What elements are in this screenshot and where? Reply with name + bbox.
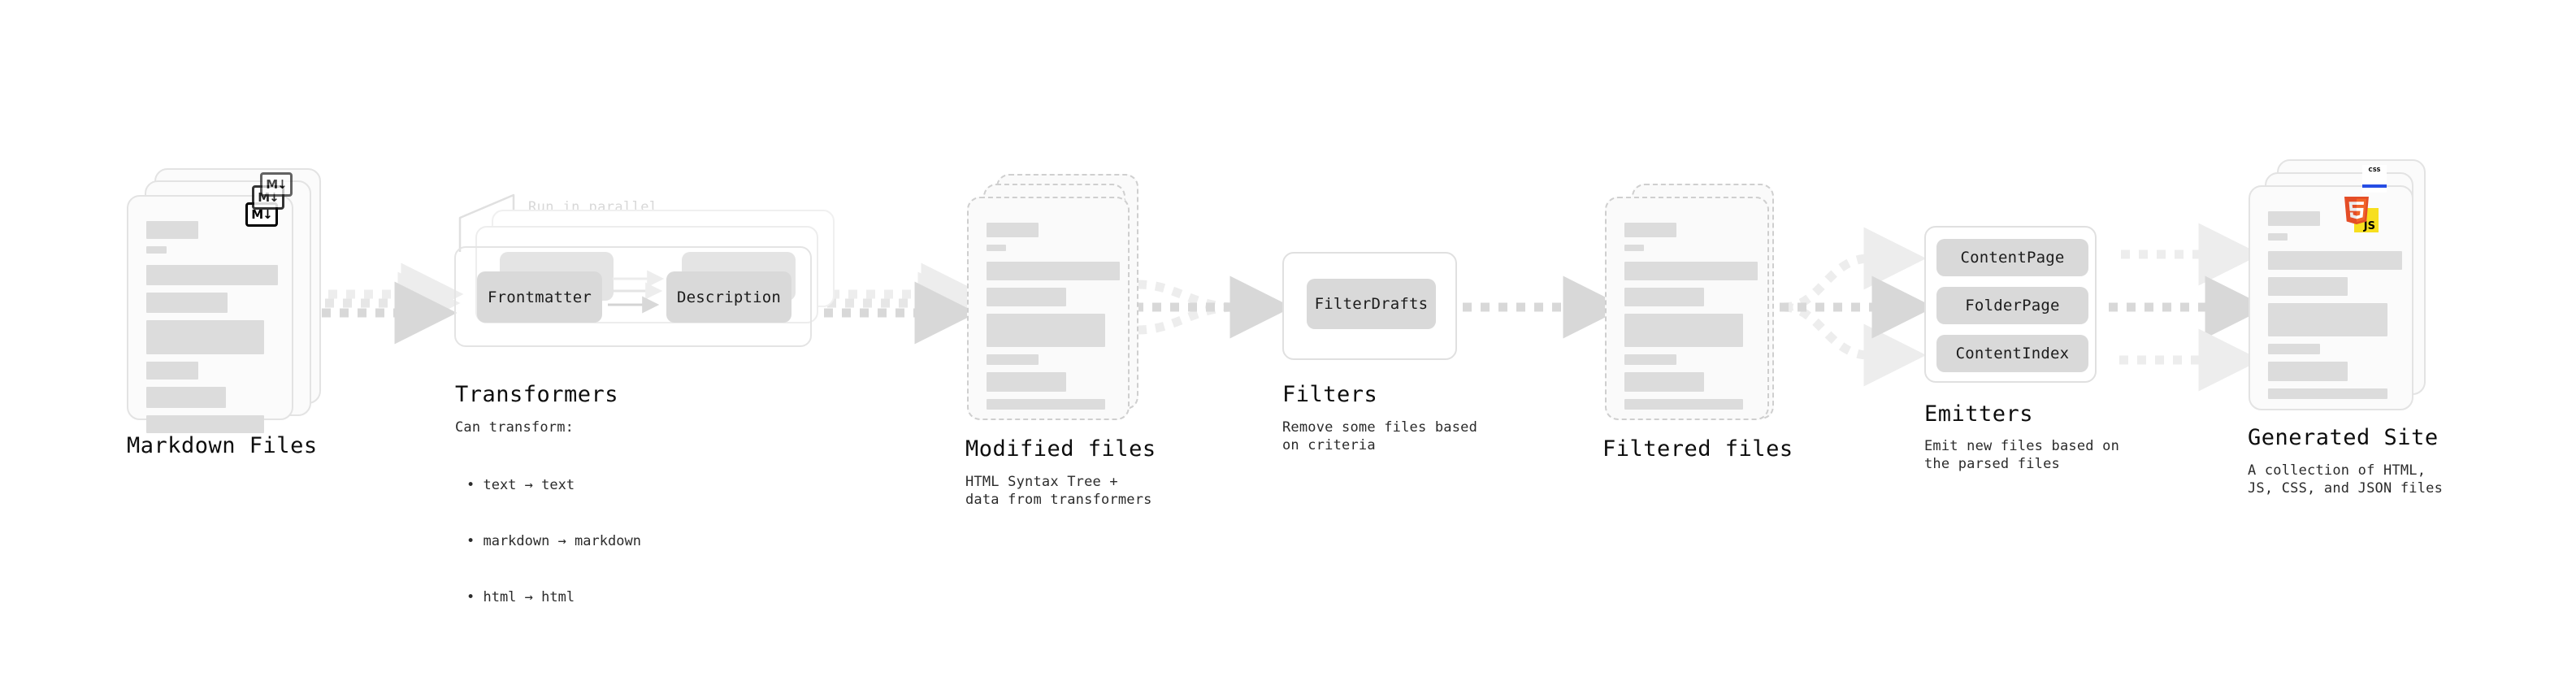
modified-card-front (967, 197, 1130, 420)
filtered-card-lines (1624, 223, 1758, 417)
generated-site-title: Generated Site (2248, 425, 2439, 450)
transformers-bullets: • text → text • markdown → markdown • ht… (466, 439, 641, 644)
generated-card-lines (2268, 211, 2402, 406)
generated-card-front (2249, 185, 2413, 410)
filtered-files-title: Filtered files (1602, 436, 1793, 462)
modified-files-subtitle: HTML Syntax Tree + data from transformer… (965, 474, 1152, 508)
bullet-html-to-html: • html → html (466, 589, 575, 605)
arrow-filtered-to-emitters (1780, 227, 1935, 387)
css-icon-label: CSS (2368, 167, 2381, 173)
filters-panel: FilterDrafts (1282, 252, 1457, 360)
markdown-icon-letter: M (266, 176, 278, 192)
stage-generated-site: CSS JS Generated Site A collection of HT… (0, 0, 2443, 497)
modified-files-title: Modified files (965, 436, 1156, 462)
bullet-markdown-to-markdown: • markdown → markdown (466, 533, 641, 549)
filtered-card-front (1605, 197, 1769, 420)
transformer-chip-to[interactable]: Description (666, 271, 791, 323)
emitter-chip-contentpage[interactable]: ContentPage (1936, 239, 2088, 276)
arrow-modified-to-filters (1134, 275, 1293, 339)
markdown-icon-back2: M↓ (260, 172, 293, 197)
arrow-emitters-to-generated (2109, 223, 2268, 392)
transformer-chip-from[interactable]: Frontmatter (477, 271, 602, 323)
emitters-panel: ContentPage FolderPage ContentIndex (1924, 226, 2097, 383)
emitter-chip-folderpage[interactable]: FolderPage (1936, 287, 2088, 324)
html5-icon-svg (2344, 197, 2369, 224)
transformers-title: Transformers (455, 382, 619, 407)
filters-chip-filterdrafts[interactable]: FilterDrafts (1307, 279, 1436, 329)
markdown-icon-arrow: ↓ (277, 176, 288, 192)
markdown-card-front (127, 195, 293, 433)
css-icon-bar (2362, 184, 2387, 188)
css-icon: CSS (2362, 165, 2387, 193)
emitters-title: Emitters (1924, 401, 2034, 427)
bullet-text-to-text: • text → text (466, 477, 575, 493)
modified-card-lines (987, 223, 1120, 417)
markdown-card-lines (146, 221, 278, 440)
html5-icon (2343, 195, 2370, 226)
emitters-subtitle: Emit new files based on the parsed files (1924, 438, 2120, 472)
transformers-caption: Can transform: (455, 419, 575, 436)
markdown-title: Markdown Files (127, 433, 318, 458)
emitter-chip-contentindex[interactable]: ContentIndex (1936, 335, 2088, 372)
filters-subtitle: Remove some files based on criteria (1282, 419, 1478, 453)
arrow-transformers-to-modified (824, 262, 984, 345)
markdown-icon-arrow: ↓ (262, 206, 273, 222)
filters-title: Filters (1282, 382, 1378, 407)
transformer-panel-front: Frontmatter Description (454, 246, 812, 347)
markdown-icon-letter: M (251, 206, 263, 222)
js-icon-label: JS (2363, 220, 2375, 232)
generated-site-subtitle: A collection of HTML, JS, CSS, and JSON … (2248, 462, 2444, 497)
